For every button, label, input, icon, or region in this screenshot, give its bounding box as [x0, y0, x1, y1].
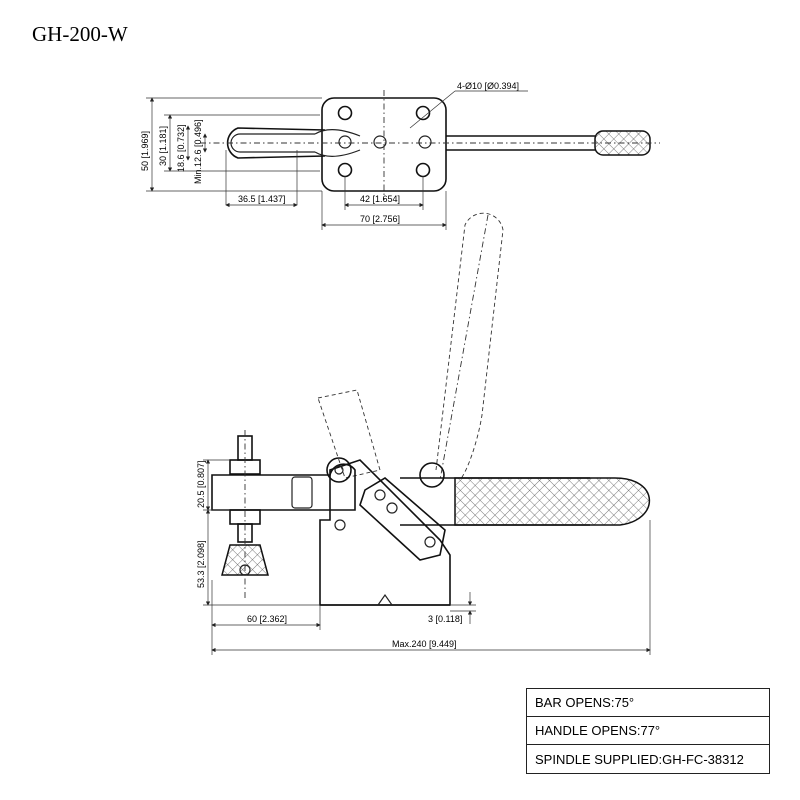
- mount-hole: [415, 162, 431, 178]
- dim-70: 70 [2.756]: [360, 214, 400, 224]
- spec-row: BAR OPENS:75°: [527, 689, 769, 717]
- spec-table: BAR OPENS:75° HANDLE OPENS:77° SPINDLE S…: [526, 688, 770, 774]
- spindle-tip: [221, 544, 269, 576]
- mount-hole: [337, 105, 353, 121]
- dim-18: 18.6 [0.732]: [176, 124, 186, 172]
- hole-callout: 4-Ø10 [Ø0.394]: [457, 81, 519, 91]
- dim-20: 20.5 [0.807]: [196, 460, 206, 508]
- clamp-base: [319, 459, 451, 606]
- dim-50: 50 [1.969]: [140, 131, 150, 171]
- drawing-title: GH-200-W: [32, 22, 128, 46]
- dim-min12: Min.12.6 [0.496]: [193, 119, 203, 184]
- dim-3: 3 [0.118]: [428, 614, 462, 624]
- clamp-bar-arm: [211, 463, 356, 511]
- spec-row: SPINDLE SUPPLIED:GH-FC-38312: [535, 751, 744, 767]
- mount-hole: [337, 162, 353, 178]
- dim-30: 30 [1.181]: [158, 126, 168, 166]
- spec-row: HANDLE OPENS:77°: [527, 717, 769, 745]
- dim-42: 42 [1.654]: [360, 194, 400, 204]
- dim-53: 53.3 [2.098]: [196, 540, 206, 588]
- top-view: 4-Ø10 [Ø0.394] 50 [1.969] 30 [1.181] 18.…: [140, 81, 660, 230]
- side-view: 20.5 [0.807] 53.3 [2.098] 60 [2.362] 3 […: [196, 212, 651, 655]
- mount-hole: [415, 105, 431, 121]
- dim-max240: Max.240 [9.449]: [392, 639, 457, 649]
- handle-open-phantom: [435, 212, 504, 481]
- dim-36: 36.5 [1.437]: [238, 194, 286, 204]
- handle-grip-side: [454, 477, 651, 526]
- base-plate: [321, 97, 447, 192]
- dim-60: 60 [2.362]: [247, 614, 287, 624]
- linkage: [359, 477, 446, 561]
